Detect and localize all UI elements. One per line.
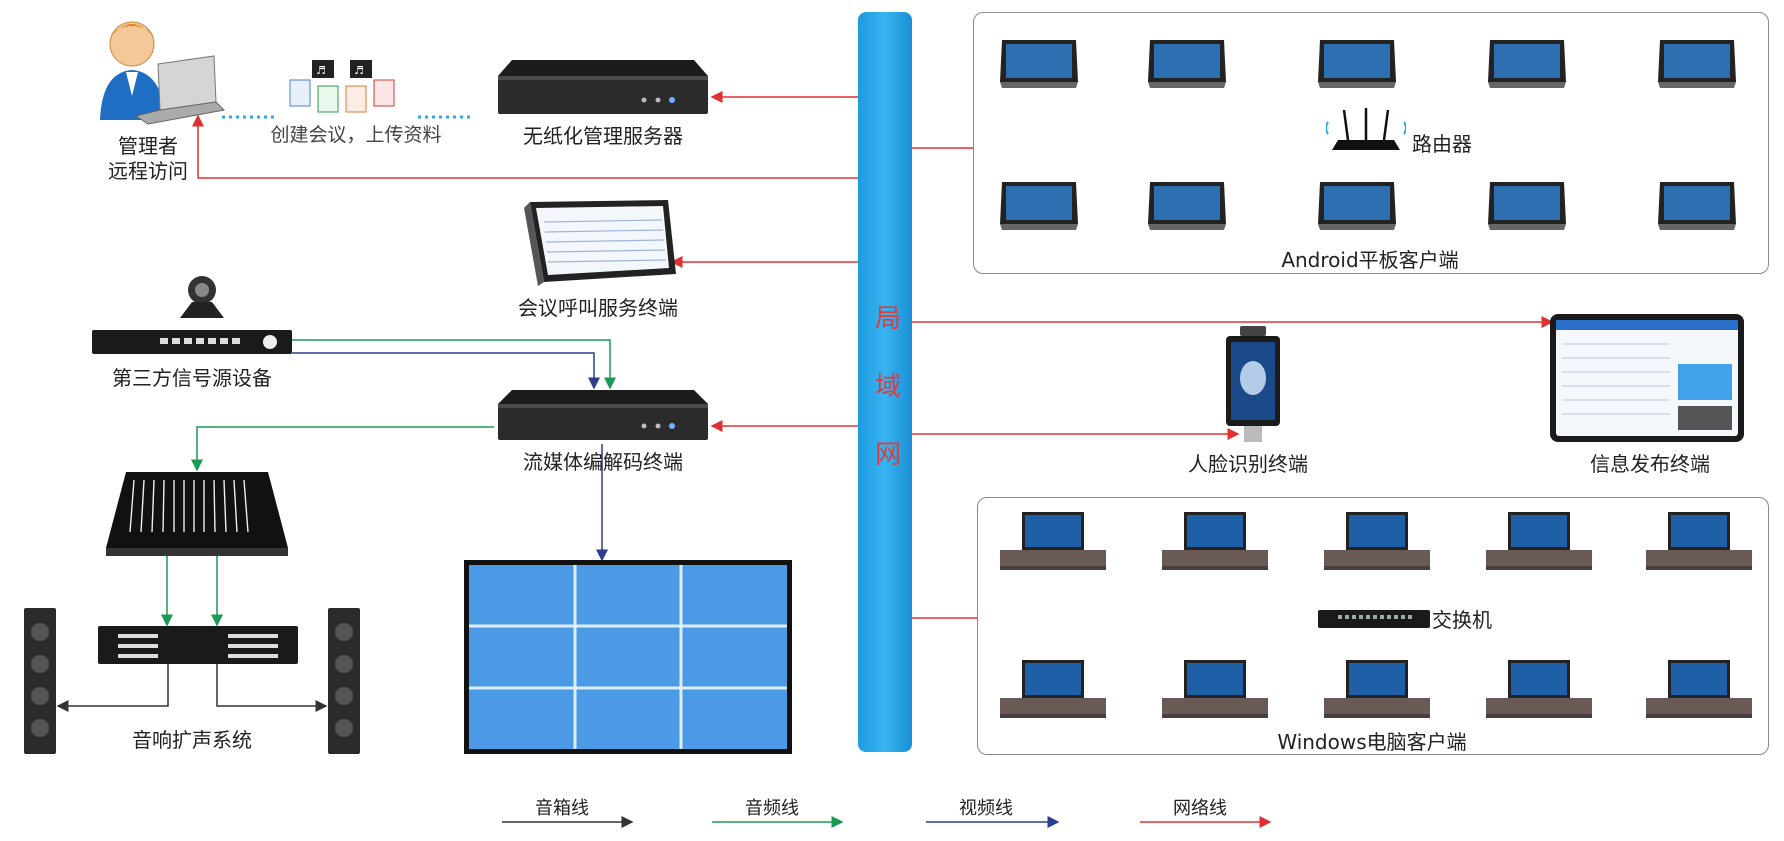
- admin-label: 管理者 远程访问: [88, 134, 208, 184]
- laptop-icon: [1646, 512, 1752, 570]
- admin-title: 管理者: [118, 134, 178, 158]
- svg-text:♬: ♬: [354, 64, 364, 77]
- call-terminal-label: 会议呼叫服务终端: [518, 296, 678, 320]
- tablet-icon: [1000, 182, 1078, 230]
- tablet-icon: [1148, 40, 1226, 88]
- net-line-admin: [192, 114, 858, 179]
- mixer-icon: [106, 472, 288, 556]
- laptop-icon: [1486, 660, 1592, 718]
- face-terminal-label: 人脸识别终端: [1188, 452, 1308, 476]
- router-icon: [1326, 108, 1406, 150]
- legend-speaker-line: 音箱线: [535, 798, 589, 819]
- lan-label-3: 网: [874, 440, 901, 470]
- display-board-icon: [1550, 314, 1744, 442]
- lan-label-2: 域: [874, 372, 901, 402]
- call-terminal-icon: [524, 200, 676, 286]
- speaker-right-icon: [328, 608, 360, 754]
- laptop-icon: [1162, 660, 1268, 718]
- laptop-icon: [1486, 512, 1592, 570]
- laptop-icon: [1162, 512, 1268, 570]
- windows-clients-label: Windows电脑客户端: [1277, 730, 1467, 754]
- tablet-icon: [1658, 40, 1736, 88]
- switch-label: 交换机: [1432, 608, 1492, 632]
- admin-subtitle: 远程访问: [108, 159, 188, 183]
- video-wall-icon: [464, 560, 792, 754]
- laptop-icon: [1000, 660, 1106, 718]
- audio-system-label: 音响扩声系统: [132, 728, 252, 752]
- switch-icon: [1318, 610, 1430, 628]
- admin-laptop-icon: [100, 21, 226, 125]
- legend-network-line: 网络线: [1173, 798, 1227, 819]
- document-files-icon: ♬ ♬: [289, 60, 395, 113]
- tablet-icon: [1318, 40, 1396, 88]
- stream-terminal-label: 流媒体编解码终端: [523, 450, 683, 474]
- legend-video-line: 视频线: [959, 798, 1013, 819]
- tablet-icon: [1488, 182, 1566, 230]
- router-label: 路由器: [1412, 132, 1472, 156]
- tablet-icon: [1000, 40, 1078, 88]
- tablet-icon: [1658, 182, 1736, 230]
- face-recognition-icon: [1226, 326, 1280, 442]
- amplifier-icon: [98, 626, 298, 664]
- lan-label-1: 局: [874, 304, 901, 334]
- server-icon: [498, 60, 708, 114]
- laptop-icon: [1646, 660, 1752, 718]
- camera-icon: [180, 276, 224, 318]
- lan-bar: [858, 12, 912, 752]
- android-clients-label: Android平板客户端: [1281, 248, 1459, 272]
- third-party-label: 第三方信号源设备: [112, 366, 272, 390]
- legend-audio-line: 音频线: [745, 798, 799, 819]
- speaker-left-icon: [24, 608, 56, 754]
- tablet-icon: [1148, 182, 1226, 230]
- laptop-icon: [1324, 660, 1430, 718]
- stream-terminal-icon: [498, 390, 708, 440]
- tablet-icon: [1488, 40, 1566, 88]
- upload-label: 创建会议，上传资料: [270, 124, 442, 146]
- tablet-icon: [1318, 182, 1396, 230]
- laptop-icon: [1000, 512, 1106, 570]
- info-terminal-label: 信息发布终端: [1590, 452, 1710, 476]
- laptop-icon: [1324, 512, 1430, 570]
- paperless-server-label: 无纸化管理服务器: [523, 124, 683, 148]
- svg-text:♬: ♬: [316, 64, 326, 77]
- third-party-device-icon: [92, 330, 292, 354]
